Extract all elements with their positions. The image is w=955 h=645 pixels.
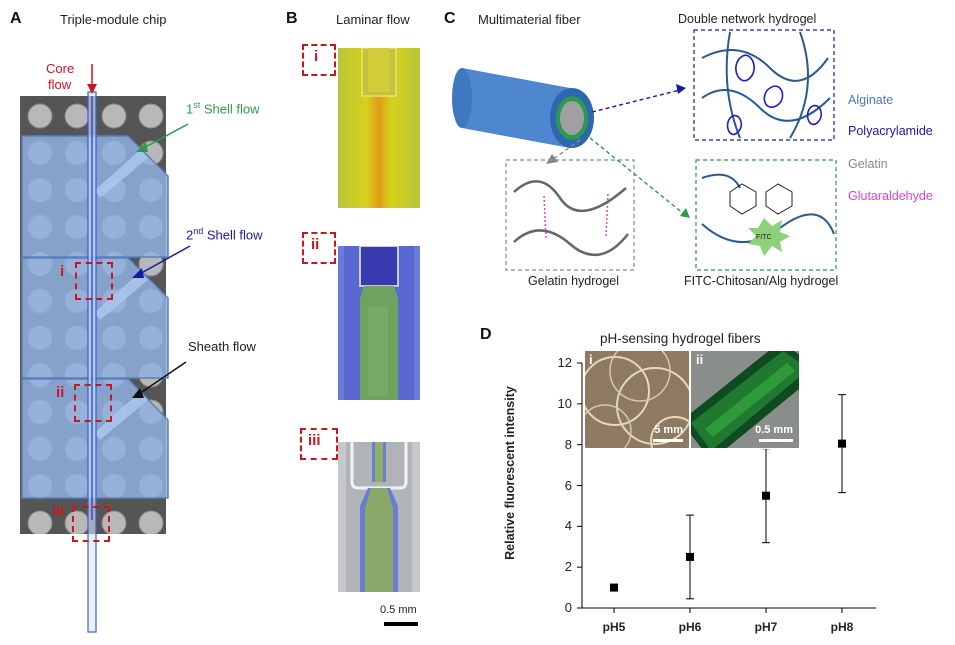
fitc-hydrogel-label: FITC-Chitosan/Alg hydrogel [684,274,839,288]
inset-ii: ii 0.5 mm [690,350,800,449]
data-point [838,439,846,448]
region-iii-box [72,506,110,542]
sheath-flow-label: Sheath flow [188,339,256,354]
chip-diagram [20,64,191,633]
x-tick-label: pH6 [678,620,702,634]
x-tick-label: pH8 [830,620,854,634]
micrograph-b-iii [338,442,420,592]
inset-i-scale-bar [653,439,683,442]
panel-c-letter: C [444,10,456,27]
data-point [686,552,694,561]
fitc-tag: FITC [756,234,772,241]
panel-b-letter: B [286,10,298,27]
inset-i-scale-label: 5 mm [654,424,683,436]
inset-ii-scale-bar [759,439,793,442]
inset-ii-label: ii [696,352,704,367]
y-tick-label: 2 [564,559,572,575]
b-scale-bar [384,622,418,626]
panel-b-title: Laminar flow [336,12,410,27]
legend-glutaraldehyde: Glutaraldehyde [848,189,933,203]
y-tick-label: 6 [564,477,572,493]
region-i-box [75,262,113,300]
core-flow-label-2: flow [48,77,72,92]
chart-title: pH-sensing hydrogel fibers [600,331,761,346]
gelatin-hydrogel-label: Gelatin hydrogel [528,274,620,288]
micrograph-b-i [338,48,420,208]
shell1-flow-label: 1st Shell flow [186,100,260,117]
region-i-label: i [60,263,65,280]
y-tick-label: 10 [557,395,572,411]
x-tick-label: pH7 [754,620,778,634]
shell2-flow-label: 2nd Shell flow [186,226,263,243]
data-point [762,491,770,500]
double-network-label: Double network hydrogel [678,12,817,26]
legend-alginate: Alginate [848,93,894,107]
inset-i: i 5 mm [584,350,690,449]
b-scale-label: 0.5 mm [380,604,417,616]
data-point [610,583,618,592]
b-i-box [302,44,336,76]
y-tick-label: 8 [564,436,572,452]
legend-polyacrylamide: Polyacrylamide [848,124,933,138]
fiber-diagram [452,29,837,271]
panel-c-title: Multimaterial fiber [478,12,581,27]
b-i-label: i [314,48,319,65]
inset-ii-image [691,351,799,448]
b-iii-label: iii [308,432,321,449]
panel-d-letter: D [480,326,492,343]
micrograph-b-ii [338,246,420,400]
panel-a-letter: A [10,10,22,27]
b-iii-box [300,428,338,460]
b-ii-box [302,232,336,264]
region-iii-label: iii [52,503,65,520]
inset-ii-scale-label: 0.5 mm [755,424,793,436]
x-tick-label: pH5 [602,620,626,634]
y-tick-label: 12 [557,355,572,370]
y-tick-label: 0 [564,600,572,615]
core-flow-label-1: Core [46,61,75,76]
inset-i-image [585,351,689,448]
panel-a-title: Triple-module chip [60,12,167,27]
inset-i-label: i [589,352,593,367]
legend-gelatin: Gelatin [848,157,888,171]
b-ii-label: ii [311,236,320,253]
region-ii-label: ii [56,384,65,401]
y-tick-label: 4 [564,518,572,534]
region-ii-box [74,384,112,422]
